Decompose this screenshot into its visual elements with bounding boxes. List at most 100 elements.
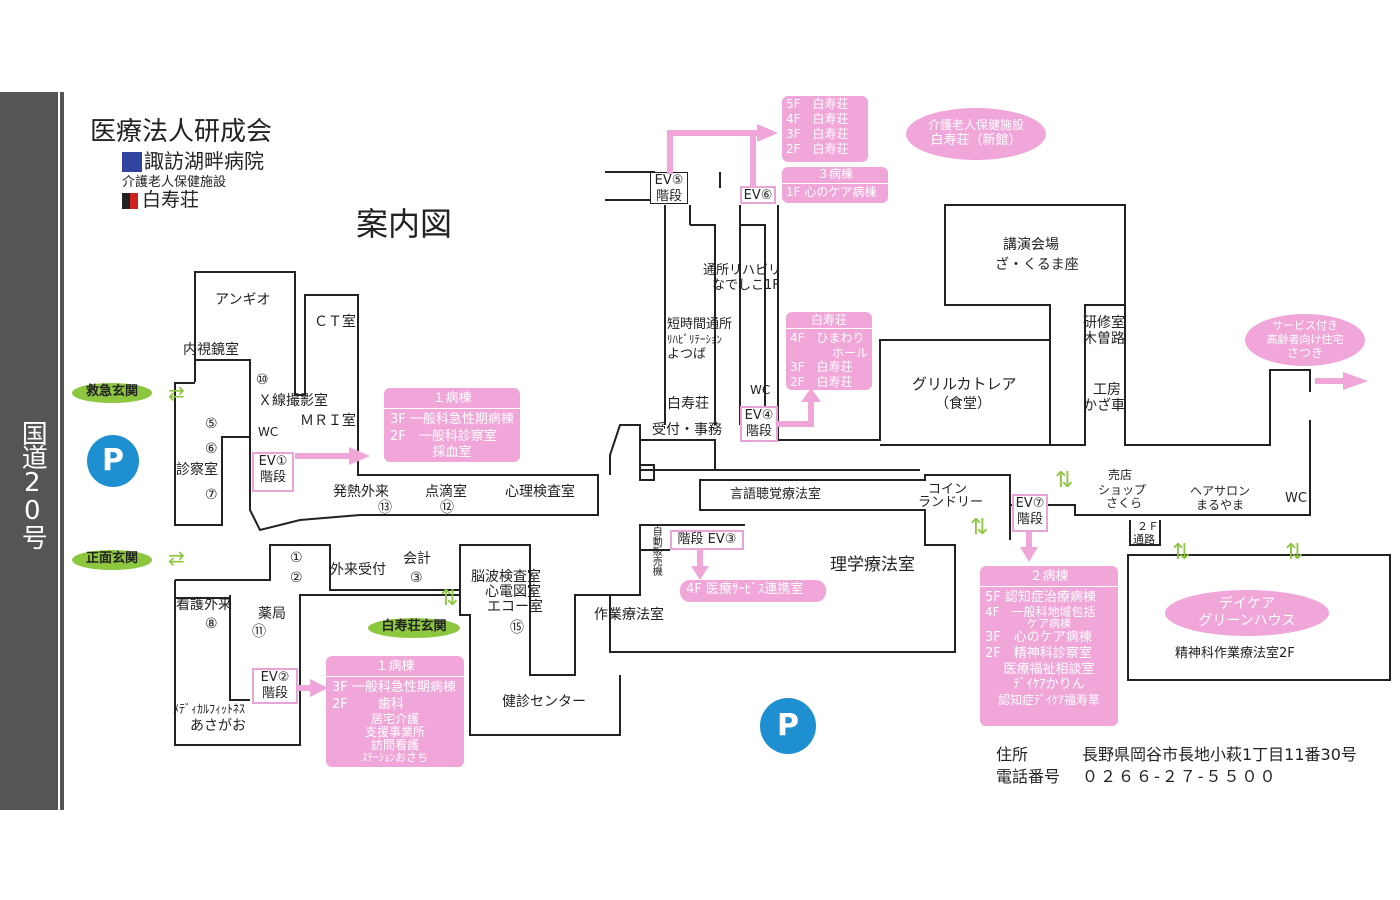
exam-number: ⑥ <box>205 441 218 457</box>
room-xray[interactable]: Ｘ線撮影室 <box>258 393 328 409</box>
satsuki-label: サービス付き <box>1272 318 1338 332</box>
room-speech[interactable]: 言語聴覚療法室 <box>730 487 822 502</box>
ward1-bottom-box[interactable]: １病棟 3F 一般科急性期病棟 2F 歯科 居宅介護 支援事業所 訪問看護 ｽﾃ… <box>326 656 464 767</box>
hakuju-floors-box[interactable]: 5F 白寿荘 4F 白寿荘 3F 白寿荘 2F 白寿荘 <box>782 96 868 162</box>
daycare-label: グリーンハウス <box>1198 613 1296 629</box>
room-salon-2: まるやま <box>1196 498 1245 512</box>
ward1-top-row: 2F 一般科診察室 <box>390 428 497 444</box>
room-angio[interactable]: アンギオ <box>215 292 271 308</box>
room-hall-2: ざ・くるま座 <box>995 257 1079 273</box>
room-echo[interactable]: エコー室 <box>487 599 543 615</box>
ev2-stairs[interactable]: EV② 階段 <box>252 668 298 704</box>
ev1-stairs-label: 階段 <box>259 469 286 485</box>
ev4-stairs[interactable]: EV④ 階段 <box>740 406 778 442</box>
room-drip[interactable]: 点滴室 <box>425 484 467 500</box>
ward2-box[interactable]: ２病棟 5F 認知症治療病棟 4F 一般科地域包括 ケア病棟 3F 心のケア病棟… <box>980 566 1118 726</box>
accounting-number: ③ <box>410 570 423 586</box>
room-endoscopy[interactable]: 内視鏡室 <box>183 342 239 358</box>
room-ecg[interactable]: 心電図室 <box>485 584 541 600</box>
facility-type: 介護老人保健施設 <box>122 175 227 190</box>
ward1-bottom-row: 2F 歯科 <box>332 696 404 712</box>
reception-number: ① <box>290 550 303 566</box>
ward3-box[interactable]: ３病棟 1F 心のケア病棟 <box>782 167 888 203</box>
ev1-stairs[interactable]: EV① 階段 <box>252 452 294 492</box>
ward1-top-box[interactable]: １病棟 3F 一般科急性期病棟 2F 一般科診察室 採血室 <box>384 388 520 462</box>
room-daycare-ot[interactable]: 精神科作業療法室2F <box>1175 646 1295 661</box>
room-outpatient-reception[interactable]: 外来受付 <box>330 562 386 578</box>
eeg-number: ⑮ <box>510 620 524 636</box>
room-training[interactable]: 研修室 <box>1083 315 1125 331</box>
wc[interactable]: WC <box>258 425 279 439</box>
ev3-stairs[interactable]: 階段 EV③ <box>670 530 744 550</box>
room-salon[interactable]: ヘアサロン <box>1190 484 1251 498</box>
ward1-top-title: １病棟 <box>384 391 520 410</box>
ward1-top-row: 3F 一般科急性期病棟 <box>390 412 514 428</box>
ev1-label: EV① <box>258 454 288 469</box>
hakujuso-entrance[interactable]: 白寿荘玄関 <box>368 618 460 638</box>
room-exam[interactable]: 診察室 <box>176 462 218 478</box>
hakuju-box-title: 白寿荘 <box>786 313 872 330</box>
hakuju-floor-row: 2F 白寿荘 <box>786 142 849 156</box>
room-pt[interactable]: 理学療法室 <box>830 555 915 575</box>
ev5-stairs[interactable]: EV⑤ 階段 <box>650 172 688 204</box>
parking-icon[interactable]: P <box>760 698 816 754</box>
room-shortstay-2: ﾘﾊﾋﾞﾘﾃｰｼｮﾝ <box>667 333 722 346</box>
parking-icon[interactable]: P <box>87 435 139 487</box>
ward1-bottom-row: 居宅介護 <box>370 711 419 726</box>
hakuju-box[interactable]: 白寿荘 4F ひまわり ホール 3F 白寿荘 2F 白寿荘 <box>786 312 872 390</box>
ev4-label: EV④ <box>744 408 774 423</box>
hakuju-office[interactable]: 白寿荘 <box>667 396 709 412</box>
room-kobo-2: かざ車 <box>1083 398 1125 414</box>
room-training-2: 木曽路 <box>1083 331 1125 347</box>
room-psych[interactable]: 心理検査室 <box>505 484 575 500</box>
ward3-row: 1F 心のケア病棟 <box>786 185 877 199</box>
room-fitness[interactable]: ﾒﾃﾞｨｶﾙﾌｨｯﾄﾈｽ <box>173 702 246 716</box>
ev3-service-label: 4F 医療ｻｰﾋﾞｽ連携室 <box>686 582 804 597</box>
front-entrance[interactable]: 正面玄関 <box>72 550 152 570</box>
room-dayrehab[interactable]: 通所リハビリ <box>703 263 782 278</box>
ev7-stairs[interactable]: EV⑦ 階段 <box>1012 494 1048 532</box>
room-nursing[interactable]: 看護外来 <box>176 597 232 613</box>
updown-arrow-icon: ⇅ <box>1055 468 1074 493</box>
room-hall[interactable]: 講演会場 <box>1003 237 1059 253</box>
satsuki-ellipse[interactable]: サービス付き 高齢者向け住宅 さつき <box>1245 314 1365 366</box>
ev6-stairs[interactable]: EV⑥ <box>740 186 776 204</box>
updown-arrow-icon: ⇅ <box>1285 540 1304 565</box>
room-health-center[interactable]: 健診センター <box>502 694 586 710</box>
hospital-name: 諏訪湖畔病院 <box>144 149 264 173</box>
vending-machine[interactable]: 自動販売機 <box>650 526 662 576</box>
phone-label: 電話番号 <box>996 767 1061 786</box>
room-ct[interactable]: ＣＴ室 <box>314 314 356 330</box>
room-ot[interactable]: 作業療法室 <box>594 607 664 623</box>
emergency-entrance[interactable]: 救急玄関 <box>72 383 152 403</box>
new-building-label: 介護老人保健施設 <box>927 117 1024 132</box>
room-pharmacy[interactable]: 薬局 <box>258 606 286 622</box>
ward2-row: ケア病棟 <box>1027 617 1071 631</box>
updown-arrow-icon: ⇅ <box>970 515 989 540</box>
hakuju-floor-row: 3F 白寿荘 <box>786 127 849 141</box>
room-coin-laundry-2: ランドリー <box>918 495 984 510</box>
room-coin-laundry[interactable]: コイン <box>928 482 968 497</box>
room-accounting[interactable]: 会計 <box>403 551 431 567</box>
fever-number: ⑬ <box>378 500 392 516</box>
room-eeg[interactable]: 脳波検査室 <box>471 569 541 585</box>
address-value: 長野県岡谷市長地小萩1丁目11番30号 <box>1082 745 1357 764</box>
room-mri[interactable]: ＭＲＩ室 <box>300 413 356 429</box>
wc[interactable]: WC <box>1285 491 1307 506</box>
room-kobo[interactable]: 工房 <box>1093 382 1121 398</box>
wc[interactable]: WC <box>750 383 771 397</box>
room-fever[interactable]: 発熱外来 <box>333 484 389 500</box>
ev3-service-box[interactable]: 4F 医療ｻｰﾋﾞｽ連携室 <box>680 580 826 602</box>
daycare-ellipse[interactable]: デイケア グリーンハウス <box>1165 590 1329 636</box>
facility-name: 白寿荘 <box>142 189 200 211</box>
room-shortstay[interactable]: 短時間通所 <box>667 317 733 332</box>
room-grill[interactable]: グリルカトレア <box>912 375 1017 393</box>
room-shop[interactable]: 売店 <box>1108 468 1133 482</box>
address-label: 住所 <box>996 745 1029 764</box>
new-building-ellipse[interactable]: 介護老人保健施設 白寿荘（新館） <box>906 108 1046 160</box>
facility-logo-icon <box>122 193 138 209</box>
nursing-number: ⑧ <box>205 616 218 632</box>
ward1-bottom-row: ｽﾃｰｼｮﾝおさち <box>362 751 428 765</box>
ward1-bottom-row: 支援事業所 <box>364 724 425 739</box>
